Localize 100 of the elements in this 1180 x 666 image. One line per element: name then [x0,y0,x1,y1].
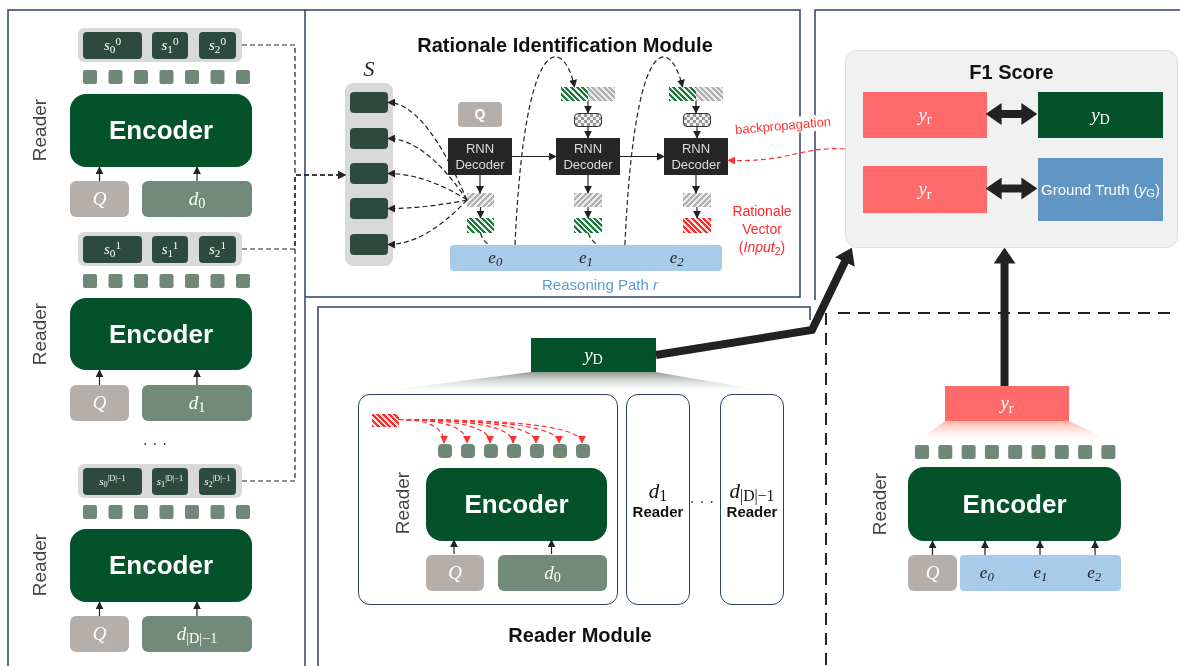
output-box: y$_{r}$ [945,386,1069,421]
query-box: Q [426,555,484,591]
arrow [450,539,458,555]
score-panel [845,50,1178,248]
panel-title: F1 Score [968,60,1055,85]
arrow [476,174,484,194]
reader-frame [626,394,690,605]
arrow [619,152,665,161]
document-label: d$_{|D|−1}$ [729,478,775,503]
output-box: y$_{D}$ [531,338,656,372]
reader-frame [358,394,618,605]
reader-label: Reader [27,533,51,597]
arrow [584,100,592,114]
output-box: y$_{r}$ [863,166,987,213]
arrow [1036,540,1044,556]
double-arrow [985,180,1038,197]
dashed-arrow [387,99,468,201]
document-label: d$_{1}$ [648,478,668,503]
path-element-label: e$_{1}$ [1033,562,1048,586]
document-box: d$_{1}$ [142,385,252,421]
dashed-arrow [624,56,685,246]
arrow [95,601,104,617]
decoder-block: RNN Decoder [448,138,512,175]
arrow [584,126,592,139]
checkered-vector [683,113,711,127]
module-title: Rationale Identification Module [417,33,713,58]
encoder-block: Encoder [70,94,252,167]
query-box: Q [908,555,957,591]
dashed-arrow [387,199,468,213]
path-element-label: e$_{1}$ [579,247,593,271]
output-box: y$_{r}$ [863,92,987,138]
sentence-group [78,232,242,266]
path-element-label: e$_{0}$ [488,247,503,271]
reasoning-path-bar [960,555,1121,591]
dashed-arrow [727,148,846,165]
arrow [692,174,700,194]
arrow [1091,540,1100,556]
document-box: d$_{|D|−1}$ [142,616,252,652]
encoder-block: Encoder [70,529,252,602]
arrow [193,601,201,617]
reader-label: Reader [632,502,684,521]
dashed-arrow [387,135,468,201]
query-box: Q [458,102,502,127]
ellipsis: · · · [142,434,168,454]
decoder-block: RNN Decoder [664,138,728,175]
arrow [547,539,556,555]
dashed-arrow [241,171,346,482]
decoder-block: RNN Decoder [556,138,620,175]
reader-label: Reader [27,98,51,162]
dashed-line [587,232,599,246]
arrow [584,174,592,194]
sentence-group [78,28,242,62]
arrow [95,166,104,182]
arrow [476,206,485,219]
query-box: Q [70,385,129,421]
hatched-vector [467,193,494,207]
arrow [693,126,701,139]
arrow [95,369,104,386]
block-arrow [655,247,853,359]
hatched-vector [372,414,399,427]
sentence-slot [350,163,388,184]
arrow [511,152,557,161]
sentence-slot [350,128,388,149]
hatched-vector [683,218,711,233]
arrow [692,100,700,114]
dashed-arrow [387,199,468,249]
vector-caption: Rationale Vector (Input$_{2}$) [731,202,793,256]
ground-truth-box: Ground Truth (y$_{G}$) [1038,158,1163,221]
encoder-block: Encoder [426,468,607,541]
hatched-vector [467,218,494,233]
sentence-group [78,464,242,498]
module-title: Reader Module [508,623,652,648]
document-box: d$_{0}$ [498,555,607,591]
arrow [193,369,201,386]
hatched-vector [574,218,602,233]
checkered-vector [574,113,602,127]
path-element-label: e$_{2}$ [1087,562,1102,586]
reasoning-path-bar [450,245,722,271]
sentence-slot [350,198,388,219]
encoder-block: Encoder [70,298,252,370]
reader-label: Reader [867,472,891,536]
path-element-label: e$_{2}$ [669,247,684,271]
path-element-label: e$_{0}$ [979,562,994,586]
reader-label: Reader [390,471,414,535]
arrow [693,206,701,219]
arrow [193,166,201,182]
hatched-vector [683,193,711,207]
hatched-vector-pair [669,87,723,101]
arrow [980,540,989,556]
encoder-block: Encoder [908,467,1121,541]
stack-label: S [362,57,376,81]
hatched-vector [574,193,602,207]
hatched-vector-pair [561,87,615,101]
block-arrow [996,247,1013,386]
dashed-arrow [514,56,577,246]
dashed-arrow [387,169,468,201]
sentence-slot [350,234,388,255]
double-arrow [985,106,1038,122]
reader-label: Reader [27,302,51,366]
sentence-slot [350,92,388,113]
